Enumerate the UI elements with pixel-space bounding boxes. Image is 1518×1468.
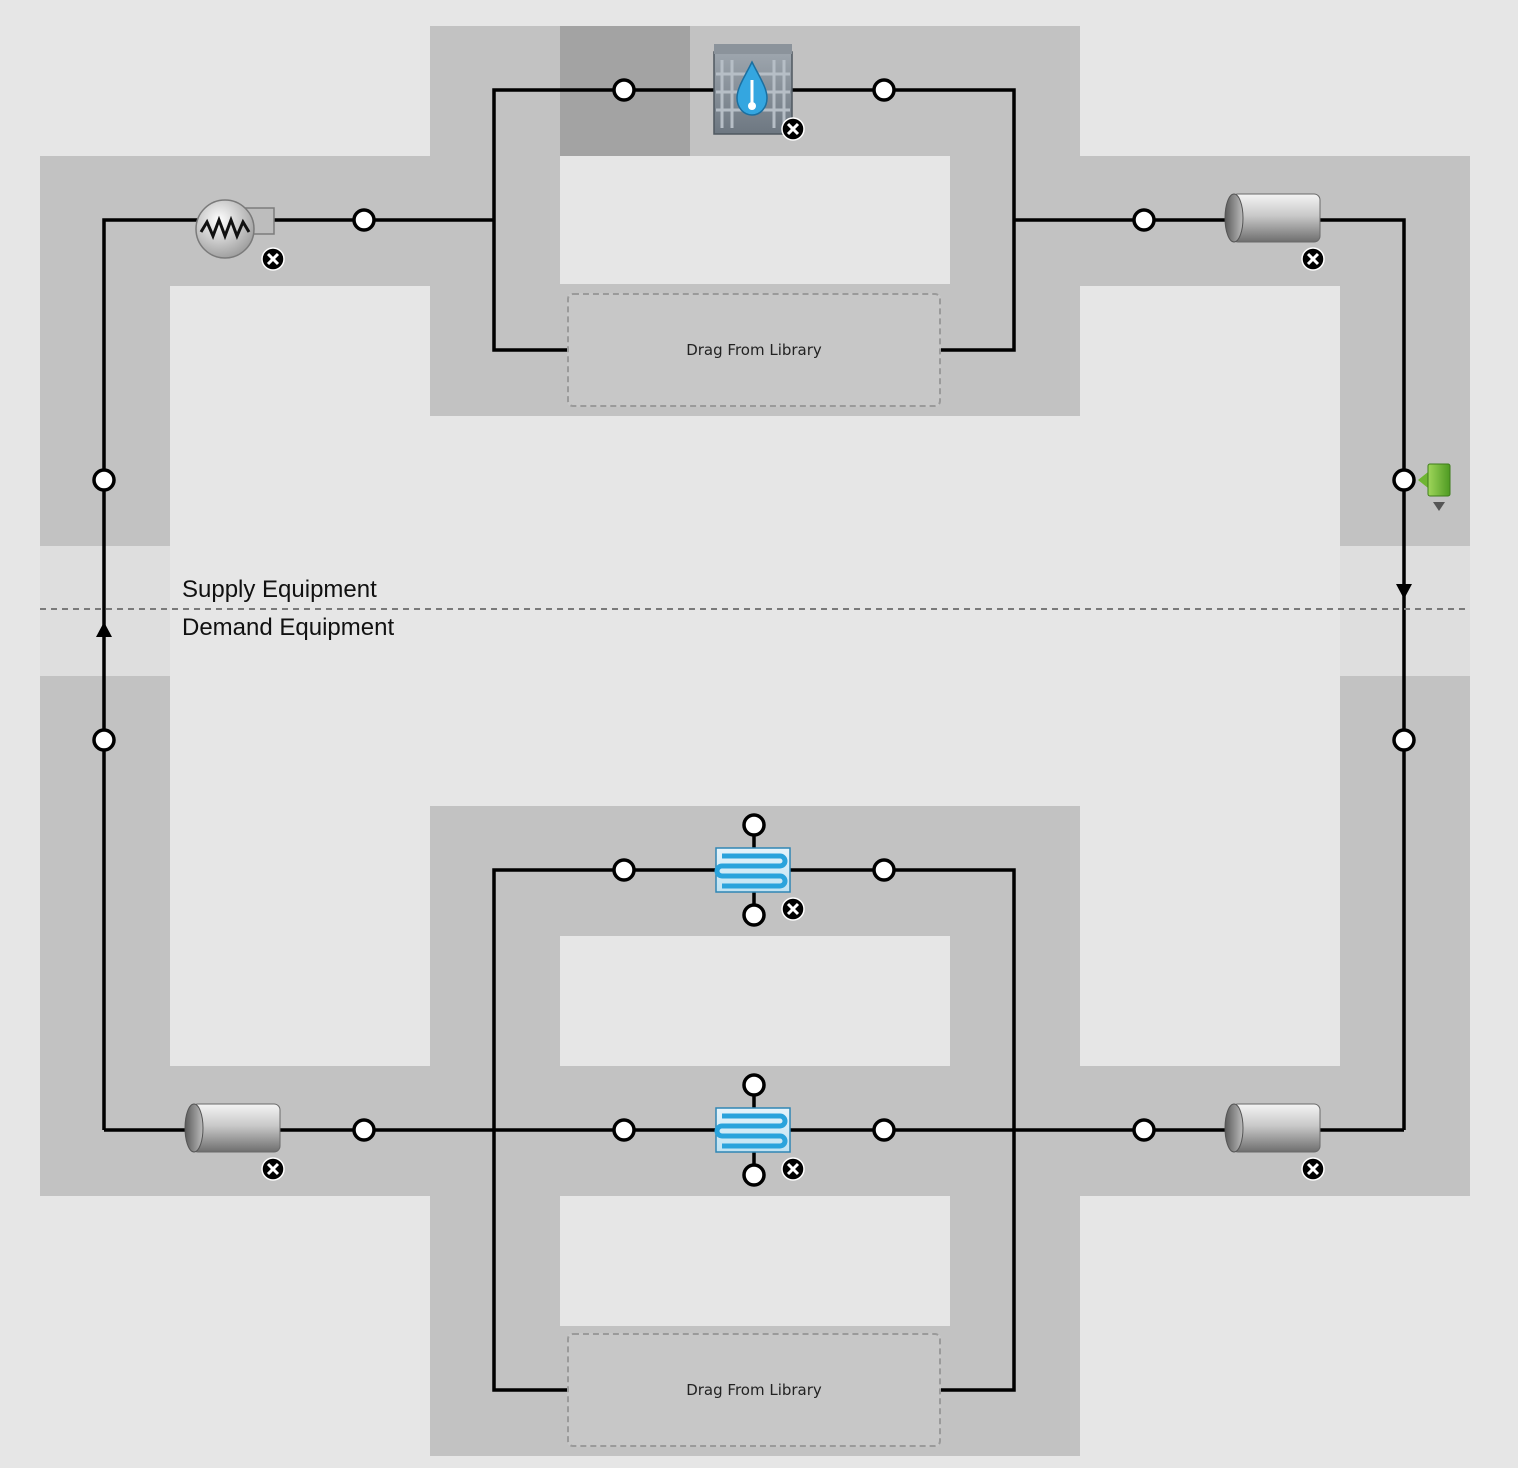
- node-supply-mixer-outlet[interactable]: [1132, 208, 1156, 232]
- remove-pump-close-icon[interactable]: [261, 247, 285, 271]
- demand-branch-pipe-bottom: [492, 1130, 1016, 1392]
- flow-down-arrow-icon: [1396, 584, 1412, 599]
- loop-nodes: [92, 78, 1416, 1187]
- supply-branch-pipe-bottom: [492, 220, 1016, 352]
- setpoint-manager-dropdown-icon[interactable]: [1433, 502, 1445, 511]
- node-supply-outlet[interactable]: [1392, 468, 1416, 492]
- demand-outlet-pipe-icon[interactable]: [1224, 1103, 1321, 1153]
- setpoint-manager-icon[interactable]: [1418, 463, 1451, 511]
- supply-right-pipe: [1014, 218, 1406, 1130]
- node-demand-splitter-inlet[interactable]: [1132, 1118, 1156, 1142]
- demand-drop-zone[interactable]: Drag From Library: [567, 1333, 941, 1447]
- pump-icon[interactable]: [195, 199, 275, 259]
- supply-branch-inner-area: [560, 156, 950, 284]
- node-demand-outlet[interactable]: [92, 728, 116, 752]
- flow-up-arrow-icon: [96, 622, 112, 637]
- demand-branch-inner-area-upper: [560, 936, 950, 1066]
- supply-outlet-pipe-icon[interactable]: [1224, 193, 1321, 243]
- remove-demand-outlet-pipe-close-icon[interactable]: [1301, 1157, 1325, 1181]
- node-supply-inlet[interactable]: [92, 468, 116, 492]
- node-coil-upper-air-top[interactable]: [742, 813, 766, 837]
- supply-drop-zone[interactable]: Drag From Library: [567, 293, 941, 407]
- remove-demand-inlet-pipe-close-icon[interactable]: [261, 1157, 285, 1181]
- remove-supply-outlet-pipe-close-icon[interactable]: [1301, 247, 1325, 271]
- heating-coil-lower-icon[interactable]: [714, 1107, 791, 1153]
- remove-buttons: [261, 117, 1325, 1181]
- heating-coil-upper-icon[interactable]: [714, 847, 791, 893]
- remove-coil-lower-close-icon[interactable]: [781, 1157, 805, 1181]
- remove-boiler-close-icon[interactable]: [781, 117, 805, 141]
- demand-equipment-label: Demand Equipment: [182, 614, 395, 641]
- node-demand-inlet[interactable]: [1392, 728, 1416, 752]
- node-boiler-outlet[interactable]: [872, 78, 896, 102]
- node-boiler-inlet[interactable]: [612, 78, 636, 102]
- remove-coil-upper-close-icon[interactable]: [781, 897, 805, 921]
- node-demand-mixer-outlet[interactable]: [352, 1118, 376, 1142]
- node-supply-inlet-after-pump[interactable]: [352, 208, 376, 232]
- supply-equipment-label: Supply Equipment: [182, 576, 377, 603]
- node-coil-lower-outlet[interactable]: [872, 1118, 896, 1142]
- supply-left-pipe: [102, 218, 494, 1130]
- node-coil-upper-outlet[interactable]: [872, 858, 896, 882]
- node-coil-upper-inlet[interactable]: [612, 858, 636, 882]
- demand-inlet-pipe-icon[interactable]: [184, 1103, 281, 1153]
- demand-branch-inner-area-lower: [560, 1196, 950, 1326]
- boiler-icon[interactable]: [713, 44, 793, 135]
- node-coil-lower-air-top[interactable]: [742, 1073, 766, 1097]
- node-coil-lower-air-bottom[interactable]: [742, 1163, 766, 1187]
- node-coil-upper-air-bottom[interactable]: [742, 903, 766, 927]
- node-coil-lower-inlet[interactable]: [612, 1118, 636, 1142]
